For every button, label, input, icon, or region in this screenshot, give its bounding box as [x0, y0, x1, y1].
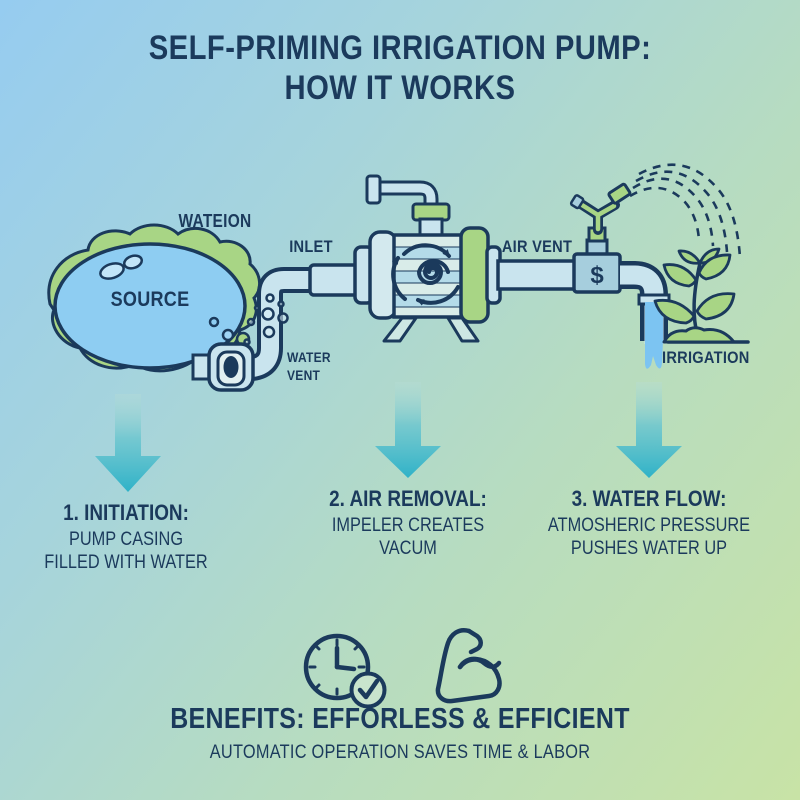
priming-port-pipe: [365, 174, 451, 238]
plant-icon: [653, 247, 736, 344]
clock-check-icon: [303, 633, 387, 709]
pond-highlight: [99, 262, 125, 280]
step-2-line2: VACUM: [379, 538, 437, 560]
step-2: 2. AIR REMOVAL: IMPELER CREATES VACUM: [296, 486, 520, 561]
step3-arrow: [616, 382, 682, 478]
page-title-line2: HOW IT WORKS: [284, 69, 516, 108]
pipe-coupling: [308, 263, 360, 297]
label-water-source: WATEION: [178, 211, 252, 231]
page-title: SELF-PRIMING IRRIGATION PUMP: HOW IT WOR…: [56, 28, 744, 108]
label-water-vent: WATER VENT: [287, 349, 331, 383]
muscle-icon: [435, 628, 502, 704]
label-source: SOURCE: [110, 288, 190, 311]
spray-arcs: [629, 163, 742, 259]
pond-icon: [47, 223, 261, 373]
label-irrigation: IRRIGATION: [662, 348, 750, 367]
pond-bubble: [221, 328, 235, 342]
water-stream: [645, 302, 663, 369]
pond-highlight: [122, 254, 144, 270]
step-3: 3. WATER FLOW: ATMOSHERIC PRESSURE PUSHE…: [537, 486, 761, 561]
benefits-heading: BENEFITS: EFFORLESS & EFFICIENT: [170, 703, 630, 735]
step-1-heading: 1. INITIATION:: [63, 500, 189, 525]
foot-valve-icon: [191, 342, 255, 392]
step-3-heading: 3. WATER FLOW:: [571, 486, 727, 511]
valve-symbol: $: [590, 262, 604, 289]
soil-mound: [662, 326, 736, 344]
step-2-line1: IMPELER CREATES: [331, 515, 485, 537]
impeller-icon: [391, 243, 460, 306]
step-3-line2: PUSHES WATER UP: [570, 538, 728, 560]
step-1-line1: PUMP CASING: [68, 529, 184, 551]
page-title-line1: SELF-PRIMING IRRIGATION PUMP:: [148, 29, 652, 67]
step1-arrow: [95, 394, 161, 492]
pond-bubble: [208, 316, 220, 328]
outlet-pipe: [496, 259, 578, 291]
step-2-heading: 2. AIR REMOVAL:: [329, 486, 487, 511]
air-vent-valve: $: [572, 226, 622, 294]
step-3-line1: ATMOSHERIC PRESSURE: [547, 515, 751, 537]
benefits-subheading: AUTOMATIC OPERATION SAVES TIME & LABOR: [209, 742, 591, 763]
step-1-line2: FILLED WITH WATER: [44, 552, 208, 574]
step2-arrow: [375, 382, 441, 478]
label-air-vent: AIR VENT: [501, 237, 573, 256]
step-1: 1. INITIATION: PUMP CASING FILLED WITH W…: [14, 500, 238, 575]
sprinkler-icon: [569, 182, 632, 235]
label-inlet: INLET: [289, 237, 333, 256]
pump-icon: [353, 174, 502, 343]
